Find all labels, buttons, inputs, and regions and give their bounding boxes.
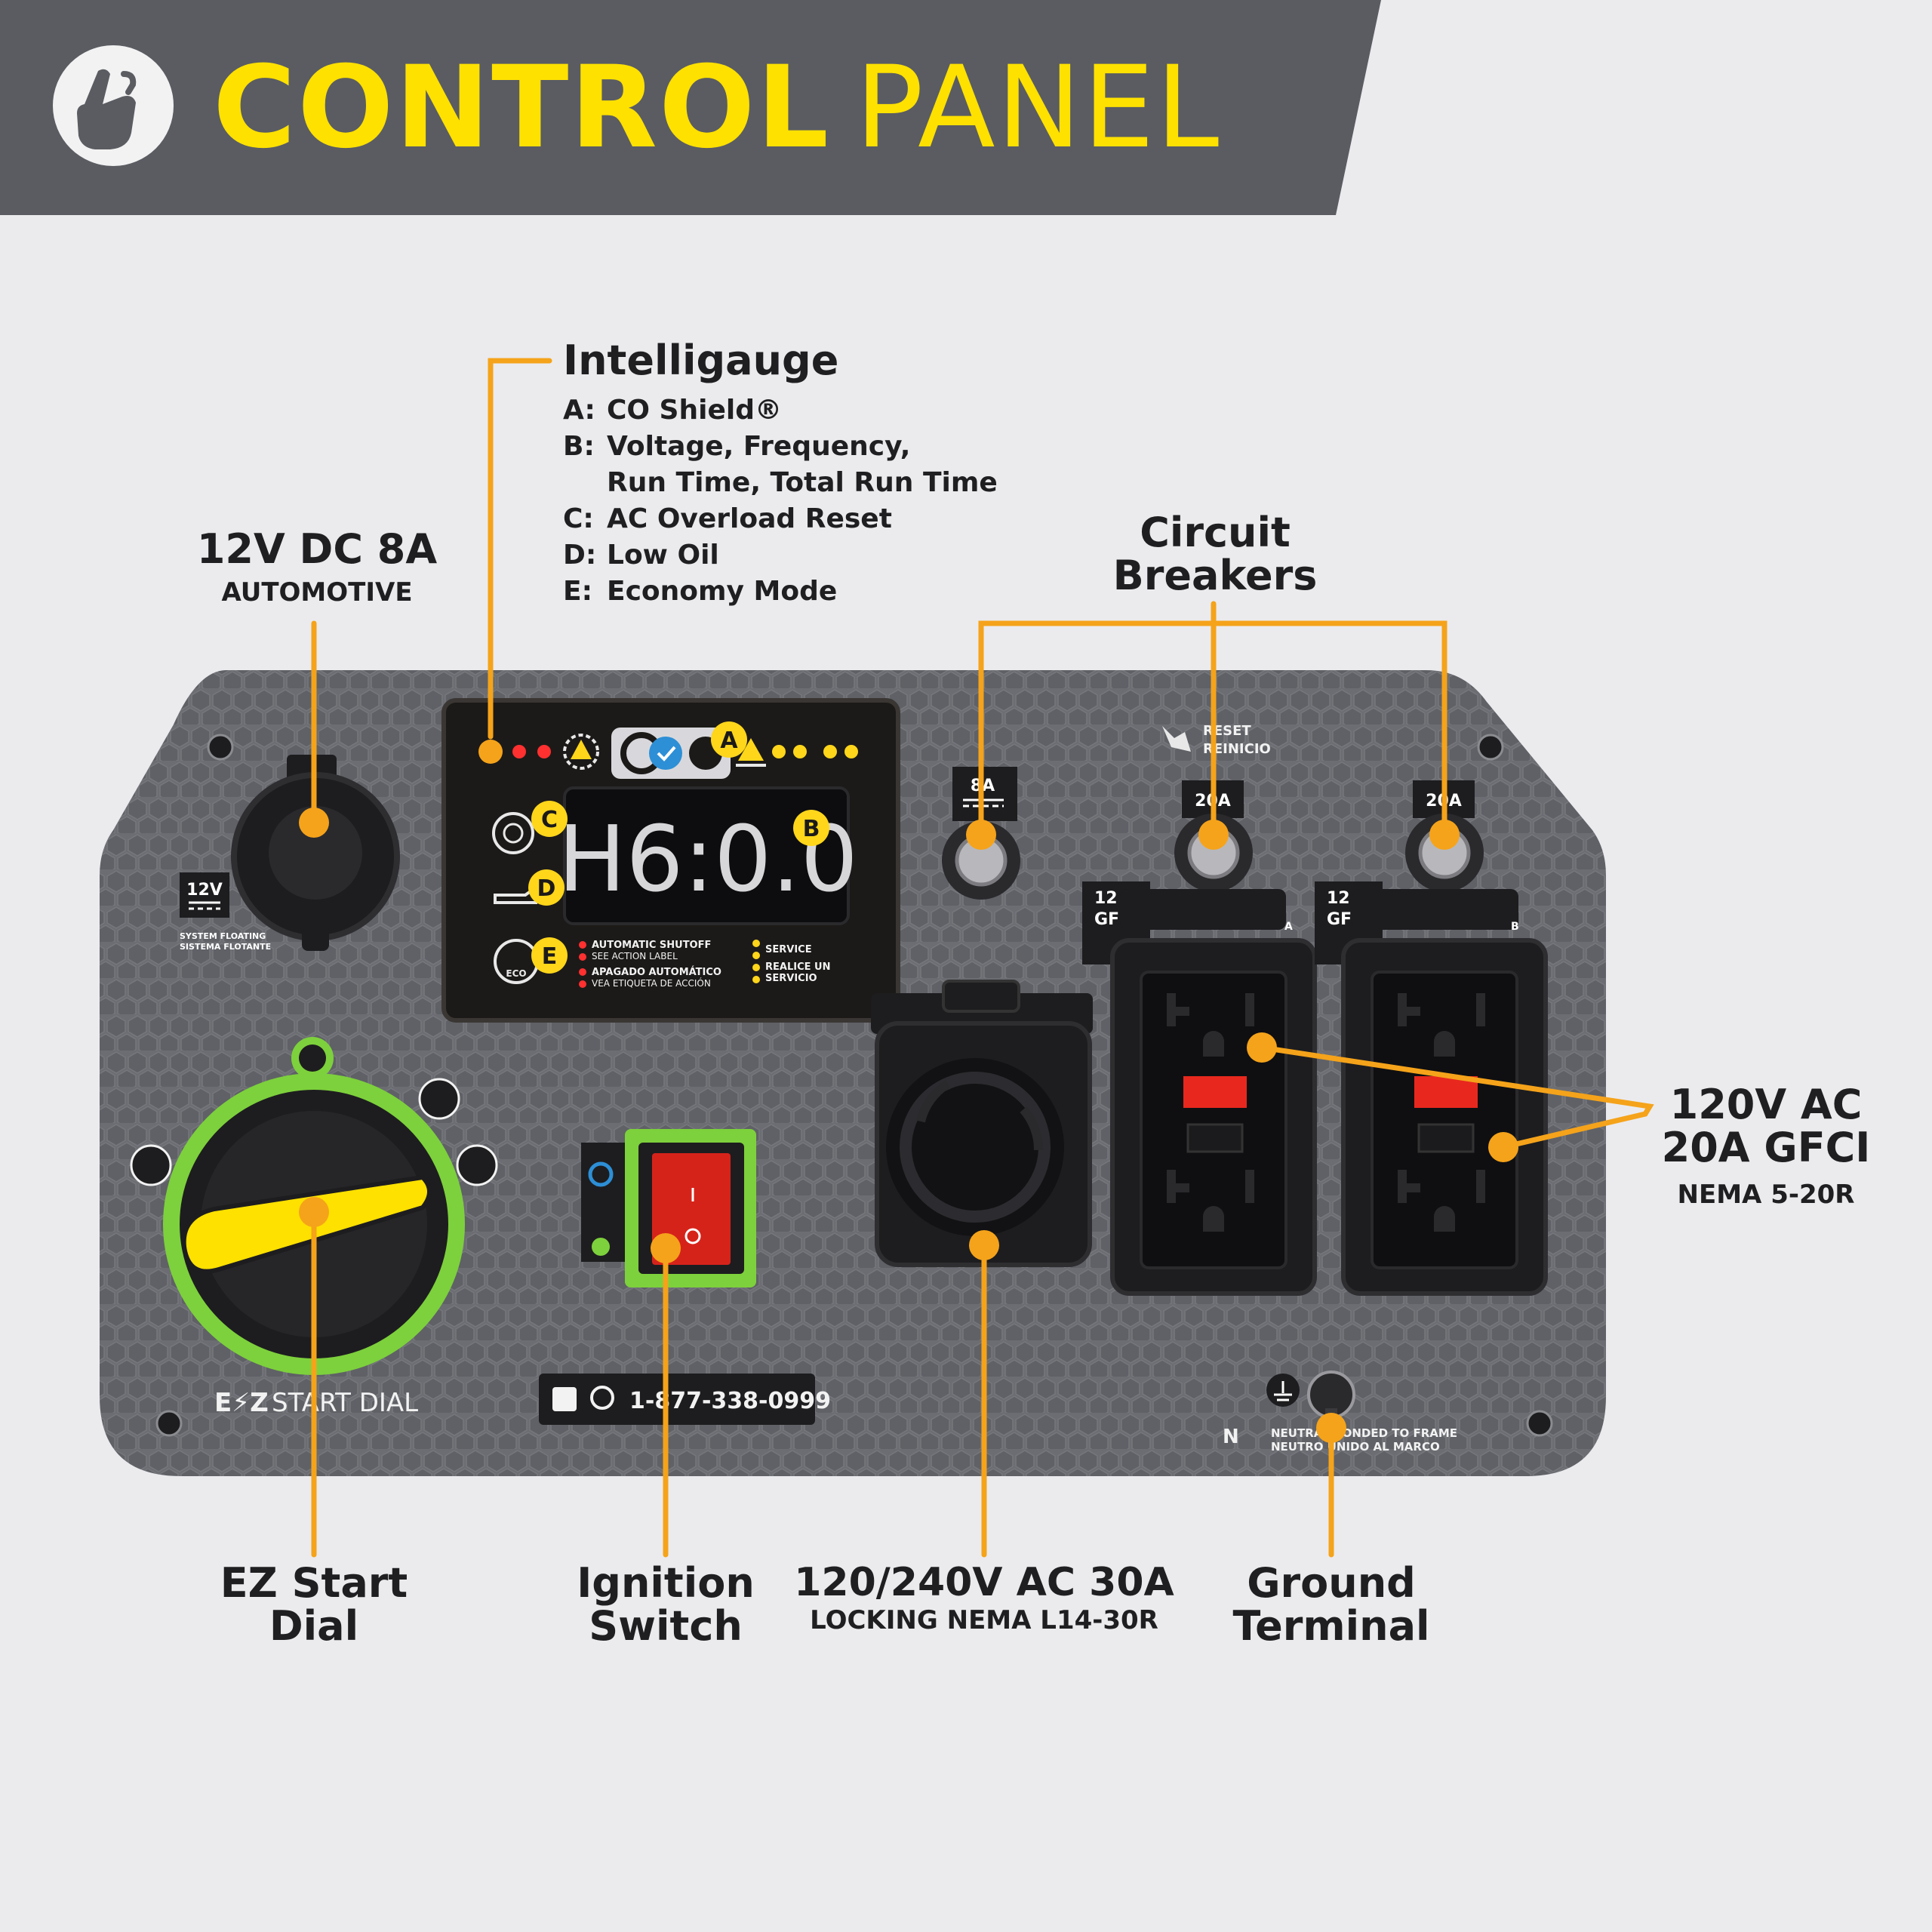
run-position-icon [130,1144,172,1186]
callout-intelligauge: Intelligauge A:CO Shield® B:Voltage, Fre… [563,338,1031,610]
dc-label-text: 12V [186,881,223,900]
gfci-tag-b-1: 12 [1327,889,1350,908]
gfci-tag-a-1: 12 [1094,889,1118,908]
maintenance-warning-icon [736,738,766,767]
hand-pointer-icon [53,45,174,166]
header-background [0,0,1381,215]
header-title-bold: CONTROL [213,42,831,174]
ignition-title-1: Ignition [577,1559,755,1607]
neutral-text-1: NEUTRAL BONDED TO FRAME [1271,1426,1457,1440]
ez-start-brand: E⚡Z [214,1388,269,1418]
badge-e: E [542,943,558,970]
callout-line-intelligauge [488,358,552,740]
reset-text-2: REINICIO [1203,741,1271,757]
intelligauge-item-b: B:Voltage, Frequency, [563,431,911,462]
callout-ignition: Ignition Switch [552,1559,779,1650]
header-title-light: PANEL [855,42,1221,174]
gfci-outlet-b[interactable]: 12 GF B [1315,881,1548,1296]
gfci-title-1: 120V AC [1669,1081,1863,1128]
overload-reset-icon[interactable] [492,812,534,854]
locking-subtitle: LOCKING NEMA L14-30R [810,1604,1158,1635]
header-banner [0,0,1381,215]
support-phone-label: 1-877-338-0999 [539,1374,831,1425]
shutoff-text-4: VEA ETIQUETA DE ACCIÓN [592,977,711,989]
gfci-title-2: 20A GFCI [1661,1123,1871,1171]
badge-c: C [541,807,558,833]
intelligauge-badges: A B C D E [528,721,829,974]
dc-label: 12V SYSTEM FLOATING SISTEMA FLOTANTE [180,872,271,952]
intelligauge-item-c: C:AC Overload Reset [563,503,892,534]
ez-start-title-2: Dial [269,1601,359,1650]
dc-outlet-subtitle: AUTOMOTIVE [221,577,413,608]
dc-outlet[interactable] [231,755,400,951]
ez-start-text: START DIAL [272,1388,418,1418]
stop-icon [456,1144,498,1186]
gfci-subtitle: NEMA 5-20R [1677,1180,1855,1211]
shutoff-text-2: SEE ACTION LABEL [592,951,678,961]
service-text-3: SERVICIO [765,973,817,984]
callout-gfci: 120V AC 20A GFCI NEMA 5-20R [1653,1081,1879,1211]
shutoff-text-3: APAGADO AUTOMÁTICO [592,966,721,978]
breakers-title-1: Circuit [1140,509,1291,556]
callout-dots [299,740,1518,1443]
intelligauge-module: H6:0.0 ECO AUTOMATIC SHUTOFF SEE ACTION … [441,698,900,1023]
service-text-2: REALICE UN [765,961,830,973]
neutral-symbol: N [1223,1426,1239,1448]
gfci-tag-b-2: GF [1327,910,1352,929]
service-legend: SERVICE REALICE UN SERVICIO [752,940,830,984]
ground-title-2: Terminal [1232,1601,1430,1650]
ground-title-1: Ground [1247,1559,1416,1607]
badge-b: B [803,816,820,842]
yellow-indicator-lights [772,745,858,758]
callout-lines [311,358,1654,1558]
fuel-off-icon [418,1078,460,1120]
intelligauge-item-b-cont: Run Time, Total Run Time [607,467,998,498]
ignition-title-2: Switch [589,1601,743,1650]
gfci-tag-a-2: GF [1094,910,1119,929]
off-icon [588,1161,614,1187]
lcd-display [563,786,850,925]
service-text-1: SERVICE [765,944,812,955]
dc-outlet-title: 12V DC 8A [196,525,438,573]
intelligauge-title: Intelligauge [563,337,839,384]
neutral-text-2: NEUTRO UNIDO AL MARCO [1271,1440,1440,1454]
intelligauge-item-a: A:CO Shield® [563,395,782,426]
badge-a: A [720,728,738,754]
reset-text-1: RESET [1203,723,1251,739]
locking-outlet-l14-30r[interactable] [871,980,1093,1267]
callout-ez-start: EZ Start Dial [193,1559,435,1650]
callout-locking-outlet: 120/240V AC 30A LOCKING NEMA L14-30R [788,1562,1180,1635]
gfci-outlet-a[interactable]: 12 GF A [1082,881,1317,1296]
warning-gear-icon [563,734,599,770]
intelligauge-item-d: D:Low Oil [563,540,719,571]
breakers-title-2: Breakers [1112,551,1318,599]
callout-circuit-breakers: Circuit Breakers [1087,509,1343,599]
panel-screws [155,734,1553,1437]
callout-ground: Ground Terminal [1211,1559,1452,1650]
run-icon [592,1238,610,1256]
locking-title: 120/240V AC 30A [794,1560,1174,1605]
outlet-b-label: B [1511,921,1519,933]
shutoff-text-1: AUTOMATIC SHUTOFF [592,940,711,951]
intelligauge-item-e: E:Economy Mode [563,576,838,607]
badge-d: D [537,875,556,902]
dc-note-2: SISTEMA FLOTANTE [180,942,271,952]
eco-label: ECO [506,968,526,979]
callout-line-gfci [1259,1044,1654,1150]
outlet-a-label: A [1284,921,1293,933]
shutoff-legend: AUTOMATIC SHUTOFF SEE ACTION LABEL APAGA… [579,940,721,989]
support-phone: 1-877-338-0999 [629,1388,831,1414]
ez-start-title-1: EZ Start [220,1559,408,1607]
header-title: CONTROL PANEL [213,44,1220,172]
callout-dc-outlet: 12V DC 8A AUTOMOTIVE [189,525,445,608]
dc-note-1: SYSTEM FLOATING [180,931,266,941]
